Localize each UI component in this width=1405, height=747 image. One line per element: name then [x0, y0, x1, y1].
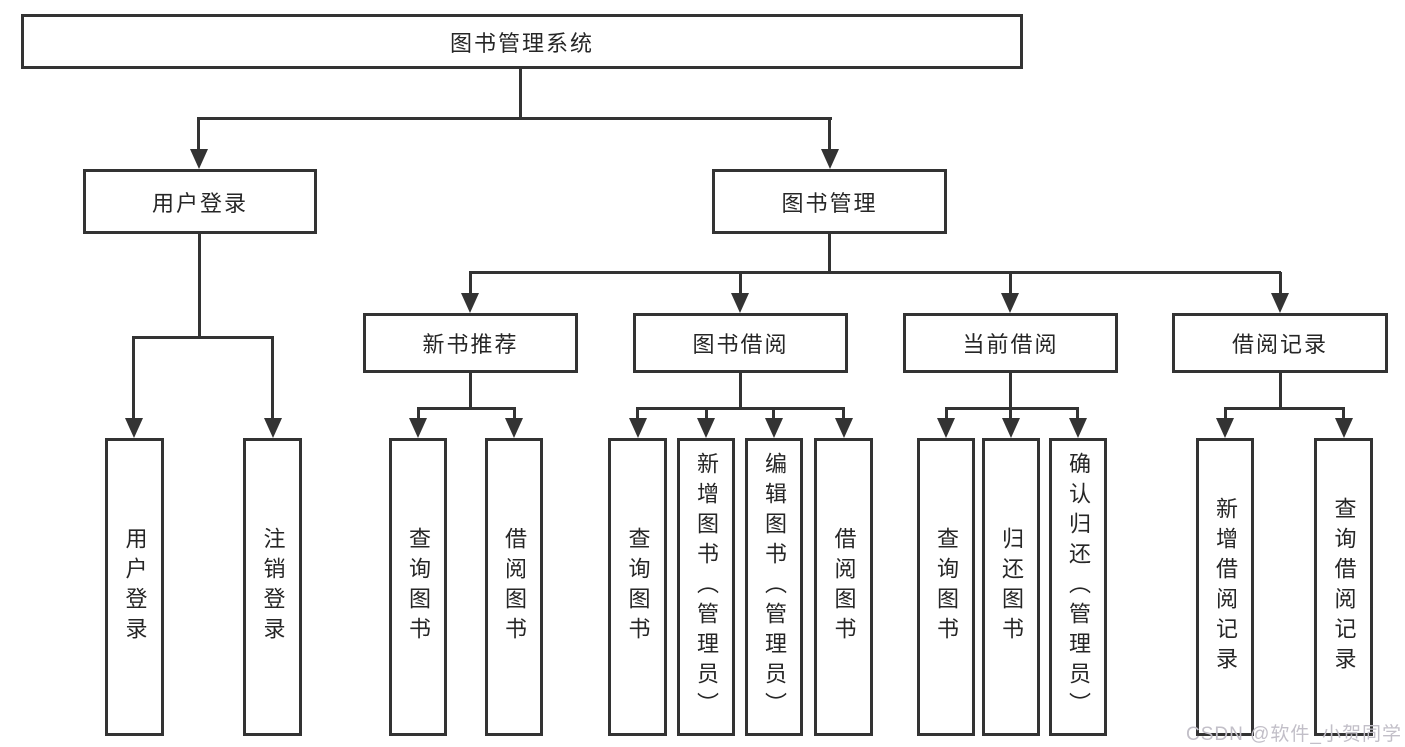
arrow-down-icon — [125, 418, 143, 438]
node-label: 查询图书 — [625, 527, 651, 647]
connector-drop — [1009, 407, 1012, 421]
arrow-down-icon — [1335, 418, 1353, 438]
arrow-down-icon — [264, 418, 282, 438]
connector-root-stem — [519, 68, 522, 118]
connector-drop — [1076, 407, 1079, 421]
node-label: 归还图书 — [999, 527, 1024, 647]
node-new-book-recommendation: 新书推荐 — [363, 313, 578, 373]
connector-drop — [1224, 407, 1227, 421]
arrow-down-icon — [629, 418, 647, 438]
leaf-borrow-books: 借阅图书 — [814, 438, 873, 736]
node-current-borrowing: 当前借阅 — [903, 313, 1118, 373]
leaf-edit-books-admin: 编辑图书（管理员） — [745, 438, 803, 736]
node-book-borrowing: 图书借阅 — [633, 313, 848, 373]
connector-drop — [1279, 272, 1282, 293]
node-label: 用户登录 — [122, 527, 148, 647]
node-label: 借阅记录 — [1231, 332, 1328, 357]
arrow-down-icon — [461, 293, 479, 313]
arrow-down-icon — [1216, 418, 1234, 438]
connector-user-login-stem — [198, 233, 201, 338]
node-label: 借阅图书 — [831, 527, 857, 647]
leaf-borrow-books: 借阅图书 — [485, 438, 543, 736]
arrow-down-icon — [505, 418, 523, 438]
leaf-query-books: 查询图书 — [389, 438, 447, 736]
connector-drop — [1342, 407, 1345, 421]
node-label: 查询借阅记录 — [1331, 497, 1357, 677]
arrow-down-icon — [731, 293, 749, 313]
node-label: 查询图书 — [934, 527, 959, 647]
node-label: 图书借阅 — [692, 332, 789, 357]
connector-drop — [132, 336, 135, 418]
arrow-down-icon — [765, 418, 783, 438]
connector-drop — [842, 407, 845, 421]
node-label: 注销登录 — [260, 527, 286, 647]
node-label: 图书管理 — [781, 190, 878, 216]
leaf-query-borrow-record: 查询借阅记录 — [1314, 438, 1373, 736]
connector-user-login-rail — [132, 336, 274, 339]
node-label: 用户登录 — [151, 190, 248, 216]
connector-level1-rail — [197, 117, 832, 120]
connector-drop — [636, 407, 639, 421]
leaf-add-borrow-record: 新增借阅记录 — [1196, 438, 1254, 736]
connector-drop — [417, 407, 420, 421]
node-label: 新书推荐 — [422, 332, 519, 357]
node-label: 新增借阅记录 — [1213, 497, 1238, 677]
node-label: 查询图书 — [406, 527, 431, 647]
csdn-watermark: CSDN @软件_小贺同学 — [1186, 724, 1402, 745]
connector-level3-rail — [469, 271, 1281, 274]
leaf-confirm-return-admin: 确认归还（管理员） — [1049, 438, 1107, 736]
connector-book-management-stem — [828, 233, 831, 273]
arrow-down-icon — [835, 418, 853, 438]
arrow-down-icon — [937, 418, 955, 438]
arrow-down-icon — [1069, 418, 1087, 438]
connector-book-management-drop — [828, 117, 831, 149]
connector-rail — [1224, 407, 1345, 410]
leaf-user-login: 用户登录 — [105, 438, 164, 736]
arrow-down-icon — [821, 149, 839, 169]
leaf-query-books: 查询图书 — [917, 438, 975, 736]
leaf-logout: 注销登录 — [243, 438, 302, 736]
node-label: 借阅图书 — [502, 527, 527, 647]
connector-rail — [636, 407, 845, 410]
node-borrowing-records: 借阅记录 — [1172, 313, 1388, 373]
node-label: 新增图书（管理员） — [694, 452, 719, 722]
node-book-management: 图书管理 — [712, 169, 947, 234]
arrow-down-icon — [1002, 418, 1020, 438]
connector-drop — [945, 407, 948, 421]
connector-drop — [772, 407, 775, 421]
connector-rail — [417, 407, 516, 410]
node-user-login: 用户登录 — [83, 169, 317, 234]
leaf-return-books: 归还图书 — [982, 438, 1040, 736]
arrow-down-icon — [1271, 293, 1289, 313]
connector-stem — [739, 373, 742, 410]
connector-drop — [469, 272, 472, 293]
leaf-add-books-admin: 新增图书（管理员） — [677, 438, 735, 736]
connector-stem — [1279, 373, 1282, 410]
connector-drop — [739, 272, 742, 293]
node-label: 编辑图书（管理员） — [762, 452, 787, 722]
connector-rail — [945, 407, 1079, 410]
connector-drop — [513, 407, 516, 421]
connector-drop — [705, 407, 708, 421]
node-label: 确认归还（管理员） — [1066, 452, 1091, 722]
connector-stem — [469, 373, 472, 410]
arrow-down-icon — [190, 149, 208, 169]
leaf-query-books: 查询图书 — [608, 438, 667, 736]
connector-stem — [1009, 373, 1012, 410]
connector-drop — [271, 336, 274, 418]
connector-user-login-drop — [197, 117, 200, 149]
node-library-management-system: 图书管理系统 — [21, 14, 1023, 69]
arrow-down-icon — [1001, 293, 1019, 313]
connector-drop — [1009, 272, 1012, 293]
arrow-down-icon — [409, 418, 427, 438]
arrow-down-icon — [697, 418, 715, 438]
node-label: 当前借阅 — [962, 332, 1059, 357]
node-label: 图书管理系统 — [449, 30, 594, 56]
